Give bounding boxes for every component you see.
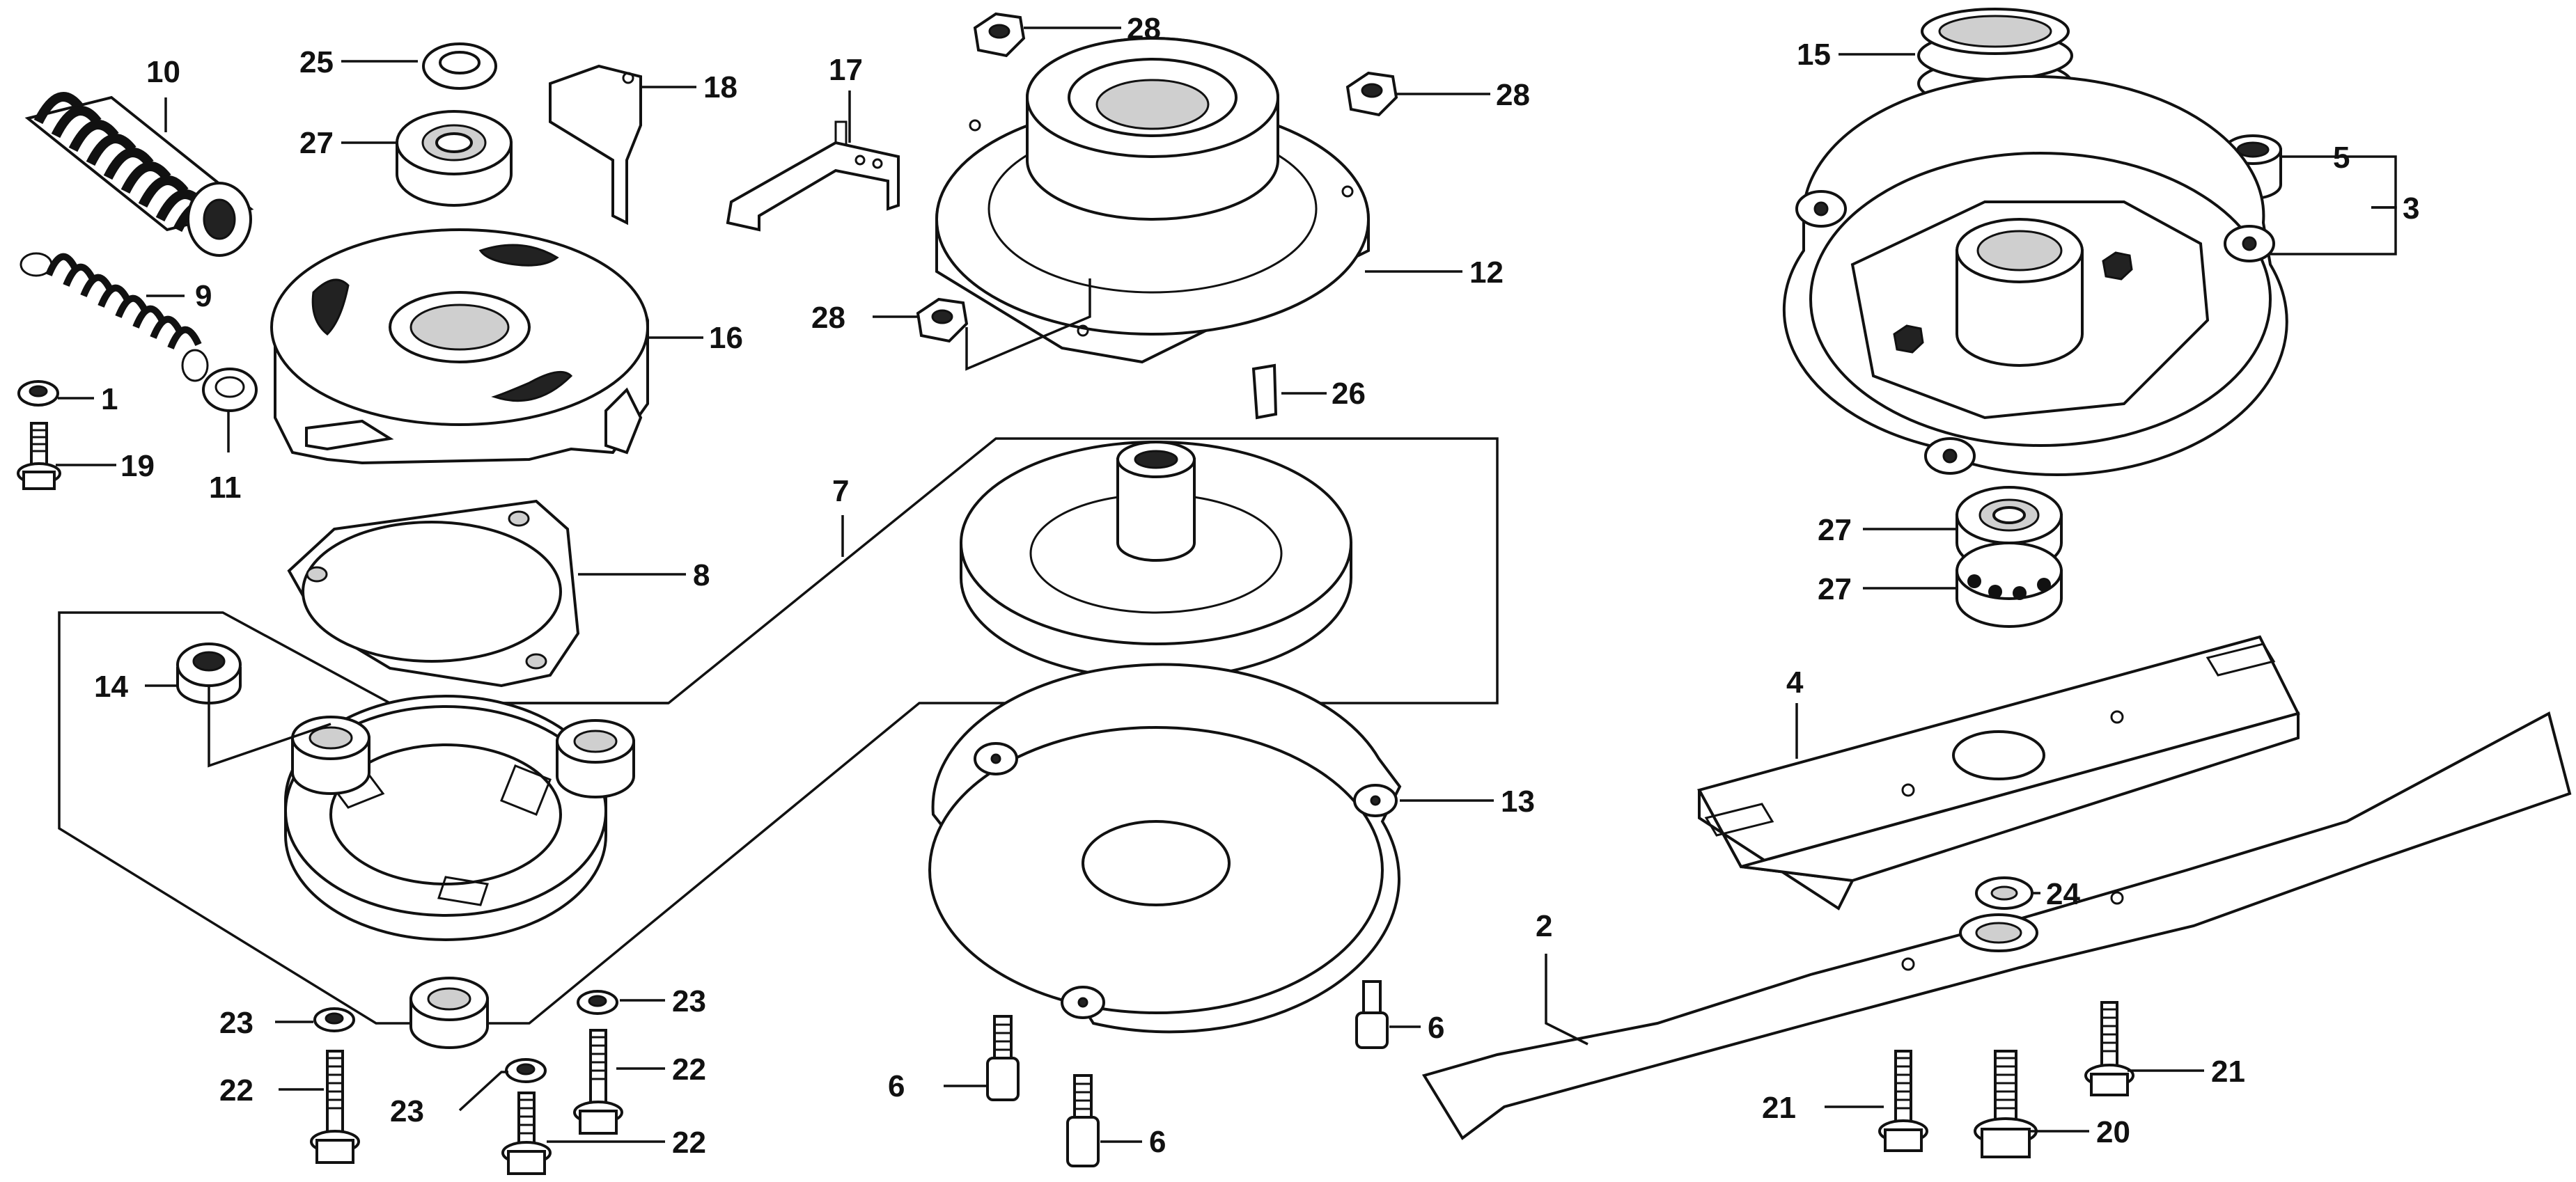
callout-18: 18 bbox=[703, 70, 737, 104]
callout-5: 5 bbox=[2333, 141, 2350, 175]
brake-plate-part bbox=[270, 228, 649, 465]
leader-lines bbox=[56, 26, 2397, 1143]
callout-16: 16 bbox=[709, 321, 743, 355]
callout-22: 22 bbox=[672, 1053, 706, 1087]
seal-washer-part bbox=[422, 42, 497, 90]
adapter-ring-part bbox=[284, 695, 635, 1049]
callout-11: 11 bbox=[209, 471, 242, 505]
callout-22: 22 bbox=[219, 1073, 253, 1108]
callout-28: 28 bbox=[811, 301, 845, 335]
bolt-part bbox=[2084, 1001, 2134, 1096]
bolt-part bbox=[310, 1050, 360, 1164]
bracket-part bbox=[549, 64, 642, 226]
callout-27: 27 bbox=[1818, 513, 1852, 547]
hex-nut-part bbox=[916, 297, 969, 343]
washer-part bbox=[577, 990, 618, 1015]
callout-1: 1 bbox=[101, 382, 118, 416]
bearing-part bbox=[396, 110, 513, 207]
spring-coil-part bbox=[24, 92, 254, 257]
callout-6: 6 bbox=[1149, 1125, 1166, 1159]
cover-housing-part bbox=[935, 37, 1370, 364]
stud-part bbox=[1355, 980, 1389, 1049]
callout-21: 21 bbox=[2211, 1055, 2245, 1089]
callout-10: 10 bbox=[146, 55, 180, 89]
callout-25: 25 bbox=[299, 45, 334, 79]
blade-part bbox=[1421, 711, 2572, 1140]
bolt-part bbox=[1878, 1050, 1928, 1152]
callout-6: 6 bbox=[1428, 1011, 1444, 1045]
callout-3: 3 bbox=[2403, 191, 2419, 226]
callout-19: 19 bbox=[120, 449, 155, 483]
stud-part bbox=[1066, 1074, 1100, 1167]
stud-part bbox=[986, 1015, 1020, 1101]
callout-28: 28 bbox=[1127, 12, 1161, 46]
callout-4: 4 bbox=[1786, 665, 1804, 700]
blade-support-part bbox=[1697, 635, 2300, 911]
bearing-part bbox=[1956, 542, 2063, 628]
callout-27: 27 bbox=[299, 126, 334, 160]
callout-2: 2 bbox=[1536, 909, 1552, 943]
gasket-ring-part bbox=[287, 499, 580, 688]
callout-labels: 10 25 27 18 17 28 28 28 12 16 9 1 19 11 … bbox=[94, 12, 2419, 1160]
washer-part bbox=[1975, 876, 2034, 910]
washer-part bbox=[313, 1007, 355, 1032]
clip-bracket-part bbox=[726, 120, 900, 232]
callout-24: 24 bbox=[2046, 877, 2080, 911]
callout-7: 7 bbox=[832, 474, 849, 508]
cover-plate-part bbox=[928, 663, 1402, 1034]
callout-9: 9 bbox=[195, 279, 212, 313]
callout-13: 13 bbox=[1501, 785, 1535, 819]
bolt-part bbox=[1974, 1050, 2038, 1158]
callout-23: 23 bbox=[390, 1094, 424, 1128]
washer-clip-part bbox=[202, 368, 258, 412]
callout-26: 26 bbox=[1332, 377, 1366, 411]
callout-20: 20 bbox=[2096, 1115, 2130, 1149]
callout-12: 12 bbox=[1469, 255, 1504, 290]
callout-28: 28 bbox=[1496, 78, 1530, 112]
callout-23: 23 bbox=[672, 984, 706, 1018]
hex-nut-part bbox=[1345, 71, 1398, 117]
bolt-part bbox=[573, 1029, 623, 1135]
washer-part bbox=[17, 380, 59, 407]
hub-housing-part bbox=[1782, 74, 2288, 476]
callout-15: 15 bbox=[1797, 38, 1831, 72]
assembly-outline bbox=[58, 437, 1499, 1025]
pulley-plate-part bbox=[960, 441, 1352, 680]
callout-6: 6 bbox=[888, 1069, 905, 1103]
callout-27: 27 bbox=[1818, 572, 1852, 606]
key-part bbox=[1251, 363, 1278, 420]
bolt-part bbox=[17, 422, 61, 490]
washer-part bbox=[505, 1058, 547, 1083]
callout-14: 14 bbox=[94, 670, 128, 704]
callout-17: 17 bbox=[829, 53, 863, 87]
callout-22: 22 bbox=[672, 1126, 706, 1160]
callout-8: 8 bbox=[693, 558, 710, 592]
tension-spring-part bbox=[19, 252, 209, 382]
callout-21: 21 bbox=[1762, 1091, 1796, 1125]
callout-23: 23 bbox=[219, 1006, 253, 1040]
hex-nut-part bbox=[973, 12, 1026, 58]
bolt-part bbox=[501, 1092, 552, 1175]
